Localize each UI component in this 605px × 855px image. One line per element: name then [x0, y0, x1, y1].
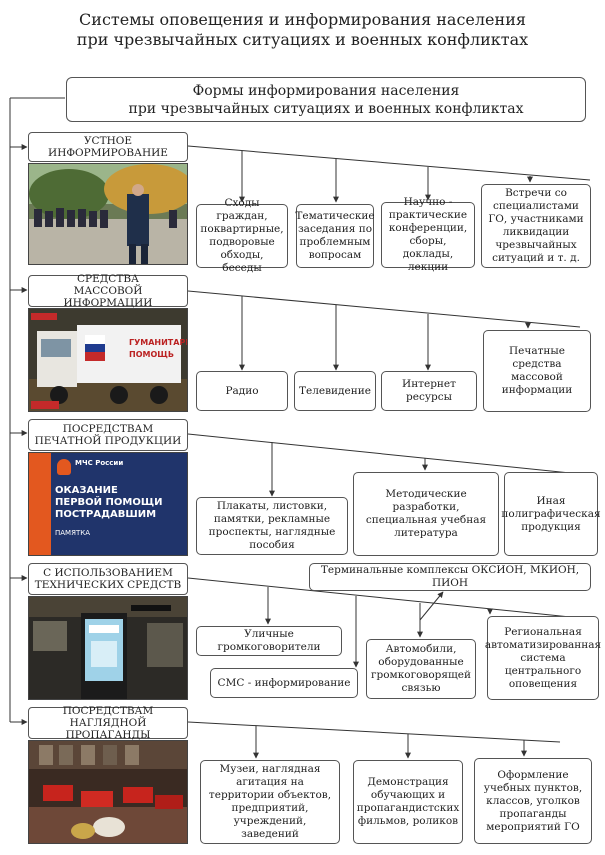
page-title: Системы оповещения и информирования насе…: [76, 10, 529, 49]
item-films-demonstration: Демонстрация обучающих и пропагандистски…: [353, 760, 463, 844]
pamphlet-subtitle: ПАМЯТКА: [55, 529, 90, 537]
pamphlet-image: МЧС России ОКАЗАНИЕ ПЕРВОЙ ПОМОЩИ ПОСТРА…: [28, 452, 188, 556]
item-training-points-design: Оформление учебных пунктов, классов, уго…: [474, 758, 592, 844]
museum-photo: [28, 740, 188, 844]
truck-photo: ГУМАНИТАРНАЯ ПОМОЩЬ: [28, 308, 188, 412]
item-regional-warning-system: Региональная автоматизированная система …: [485, 616, 601, 700]
category-mass-media: СРЕДСТВА МАССОВОЙ ИНФОРМАЦИИ: [28, 273, 188, 309]
pamphlet-heading: ОКАЗАНИЕ ПЕРВОЙ ПОМОЩИ ПОСТРАДАВШИМ: [55, 485, 163, 520]
category-visual-propaganda: ПОСРЕДСТВАМ НАГЛЯДНОЙ ПРОПАГАНДЫ: [28, 705, 188, 741]
item-methodical-developments: Методические разработки, специальная уче…: [353, 472, 499, 556]
item-posters-leaflets: Плакаты, листовки, памятки, рекламные пр…: [196, 497, 348, 555]
terminal-photo: [28, 596, 188, 700]
item-street-loudspeakers: Уличные громкоговорители: [196, 626, 342, 656]
category-technical-means: С ИСПОЛЬЗОВАНИЕМ ТЕХНИЧЕСКИХ СРЕДСТВ: [28, 563, 188, 595]
item-citizen-gatherings: Сходы граждан, поквартирные, подворовые …: [196, 197, 288, 274]
category-printed-products: ПОСРЕДСТВАМ ПЕЧАТНОЙ ПРОДУКЦИИ: [28, 419, 188, 451]
item-other-printing: Иная полиграфическая продукция: [501, 472, 601, 556]
main-header-box: Формы информирования населения при чрезв…: [66, 77, 586, 122]
emblem-icon: [57, 459, 71, 475]
svg-text:ПОМОЩЬ: ПОМОЩЬ: [129, 350, 174, 359]
item-cars-with-loudspeakers: Автомобили, оборудованные громкоговоряще…: [366, 639, 476, 699]
crowd-photo: [28, 163, 188, 265]
item-meetings-specialists: Встречи со специалистами ГО, участниками…: [481, 184, 591, 268]
item-internet-resources: Интернет ресурсы: [381, 371, 477, 411]
pamphlet-org: МЧС России: [75, 459, 124, 467]
item-scientific-conferences: Научно - практические конференции, сборы…: [381, 196, 475, 273]
pamphlet-left-stripe: [29, 453, 51, 555]
item-print-media: Печатные средства массовой информации: [483, 330, 591, 412]
item-sms-informing: СМС - информирование: [210, 668, 358, 698]
svg-text:ГУМАНИТАРНАЯ: ГУМАНИТАРНАЯ: [129, 338, 188, 347]
item-oksion-terminals: Терминальные комплексы ОКСИОН, МКИОН, ПИ…: [309, 563, 591, 591]
item-television: Телевидение: [294, 371, 376, 411]
item-thematic-meetings: Тематические заседания по проблемным воп…: [295, 204, 375, 268]
item-museums-agitation: Музеи, наглядная агитация на территории …: [200, 760, 340, 844]
category-oral-informing: УСТНОЕ ИНФОРМИРОВАНИЕ: [28, 132, 188, 162]
item-radio: Радио: [196, 371, 288, 411]
